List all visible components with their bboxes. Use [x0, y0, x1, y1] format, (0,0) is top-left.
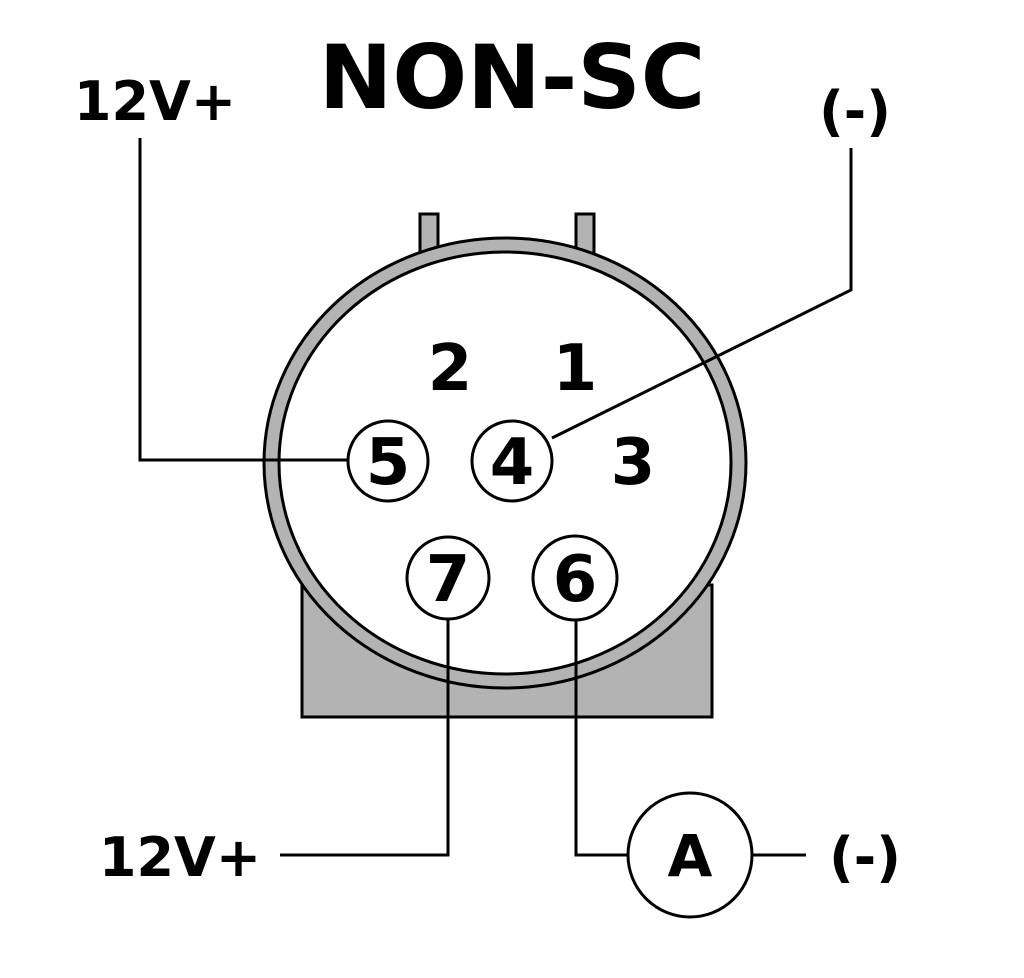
wire-pin7	[280, 619, 450, 857]
pin-1-label: 1	[553, 332, 598, 406]
pin-6-circle	[531, 534, 619, 622]
pin-5-circle	[346, 419, 430, 503]
wire-pin4	[551, 148, 853, 440]
pin-7-circle	[405, 535, 491, 621]
label-ground-top: (-)	[819, 80, 891, 143]
pin-4-label: 4	[490, 426, 535, 500]
pin-4-circle	[470, 419, 554, 503]
pin-6-label: 6	[553, 543, 598, 617]
wire-pin5	[138, 138, 348, 462]
diagram-title: NON-SC	[319, 26, 706, 129]
ammeter-label: A	[668, 822, 713, 890]
label-12v-bottom: 12V+	[99, 826, 261, 889]
ammeter-circle	[626, 791, 754, 919]
wire-pin6	[574, 620, 628, 857]
label-ground-bottom: (-)	[829, 826, 901, 889]
pin-3-label: 3	[611, 426, 656, 500]
pin-2-label: 2	[428, 332, 473, 406]
pin-7-label: 7	[426, 543, 471, 617]
pin-5-label: 5	[366, 426, 411, 500]
label-12v-top: 12V+	[74, 70, 236, 133]
